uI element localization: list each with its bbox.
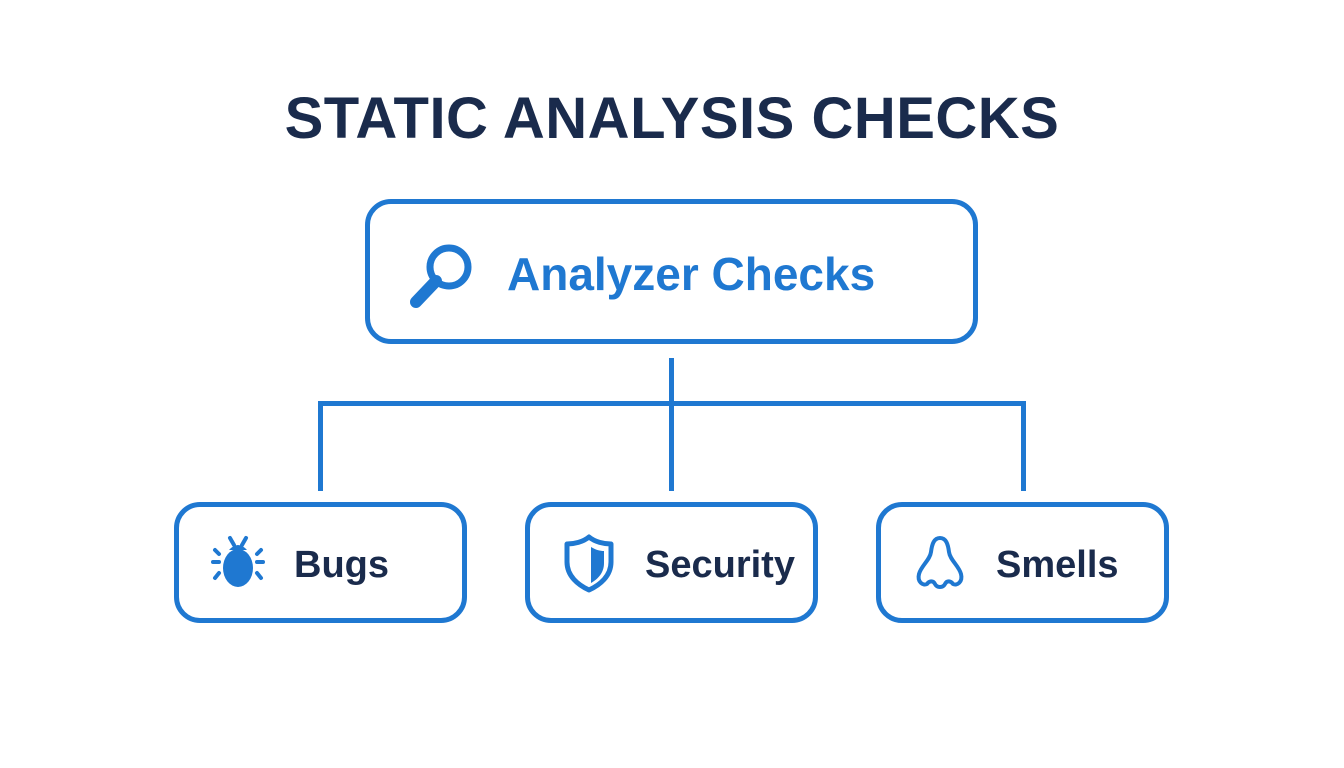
child-node-smells: Smells — [876, 502, 1169, 623]
connector-trunk — [669, 358, 674, 491]
child-node-bugs: Bugs — [174, 502, 467, 623]
connector-bar — [318, 401, 1026, 406]
connector-right — [1021, 401, 1026, 491]
diagram-title: STATIC ANALYSIS CHECKS — [284, 86, 1060, 151]
root-node-analyzer-checks: Analyzer Checks — [365, 199, 978, 344]
magnifier-icon — [410, 244, 472, 308]
nose-icon — [916, 536, 964, 589]
connector-left — [318, 401, 323, 491]
child-node-label: Smells — [996, 544, 1119, 586]
child-node-security: Security — [525, 502, 818, 623]
child-node-label: Security — [645, 544, 795, 586]
shield-icon — [564, 534, 614, 593]
bug-icon — [211, 536, 265, 587]
root-node-label: Analyzer Checks — [507, 248, 876, 300]
child-node-label: Bugs — [294, 544, 389, 586]
